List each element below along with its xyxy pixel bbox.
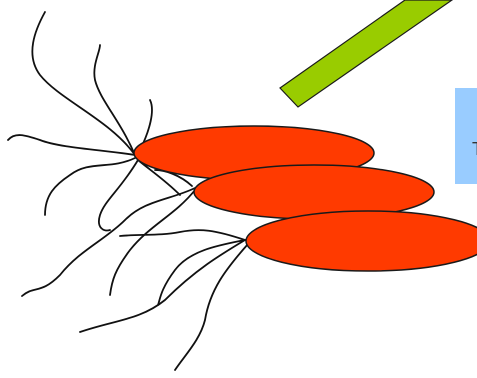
cells-group [134,126,477,271]
flagellum [80,240,245,332]
flagellum [120,230,245,240]
label-box-partial-glyph: T [472,139,477,159]
flagellum [99,160,138,230]
flagellum [94,45,135,155]
bacterial-cell [194,165,434,219]
label-box-background [455,88,477,184]
flagellum [175,244,248,370]
label-box: T [455,88,477,184]
green-pointer-bar [280,0,452,107]
flagellum [110,190,195,295]
bacterial-cell [246,211,477,271]
flagellum [8,135,135,155]
flagellum [45,158,135,215]
flagellum [32,12,135,155]
